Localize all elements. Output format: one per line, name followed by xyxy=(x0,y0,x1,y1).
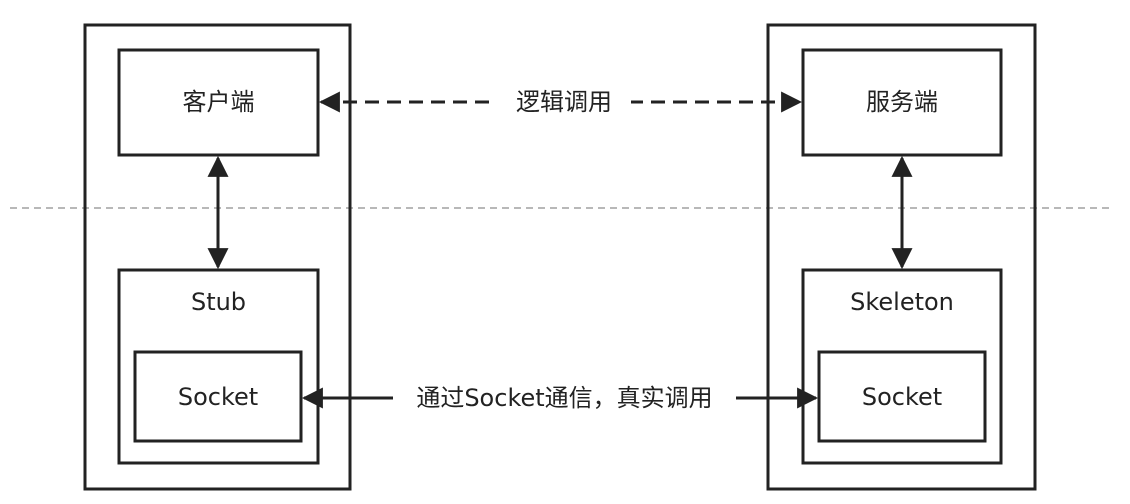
client-label: 客户端 xyxy=(182,88,255,116)
server-container xyxy=(766,23,1037,491)
logical-call-label: 逻辑调用 xyxy=(497,90,631,114)
client-container xyxy=(83,23,352,491)
server-label: 服务端 xyxy=(866,88,938,116)
stub-label: Stub xyxy=(190,288,247,316)
client-box xyxy=(117,48,320,157)
server-socket-box xyxy=(817,350,987,443)
server-socket-label: Socket xyxy=(861,383,943,411)
server-box xyxy=(801,48,1003,157)
socket-call-label: 通过Socket通信，真实调用 xyxy=(393,386,736,410)
client-socket-box xyxy=(133,350,303,443)
client-socket-label: Socket xyxy=(177,383,259,411)
skeleton-label: Skeleton xyxy=(850,288,954,316)
